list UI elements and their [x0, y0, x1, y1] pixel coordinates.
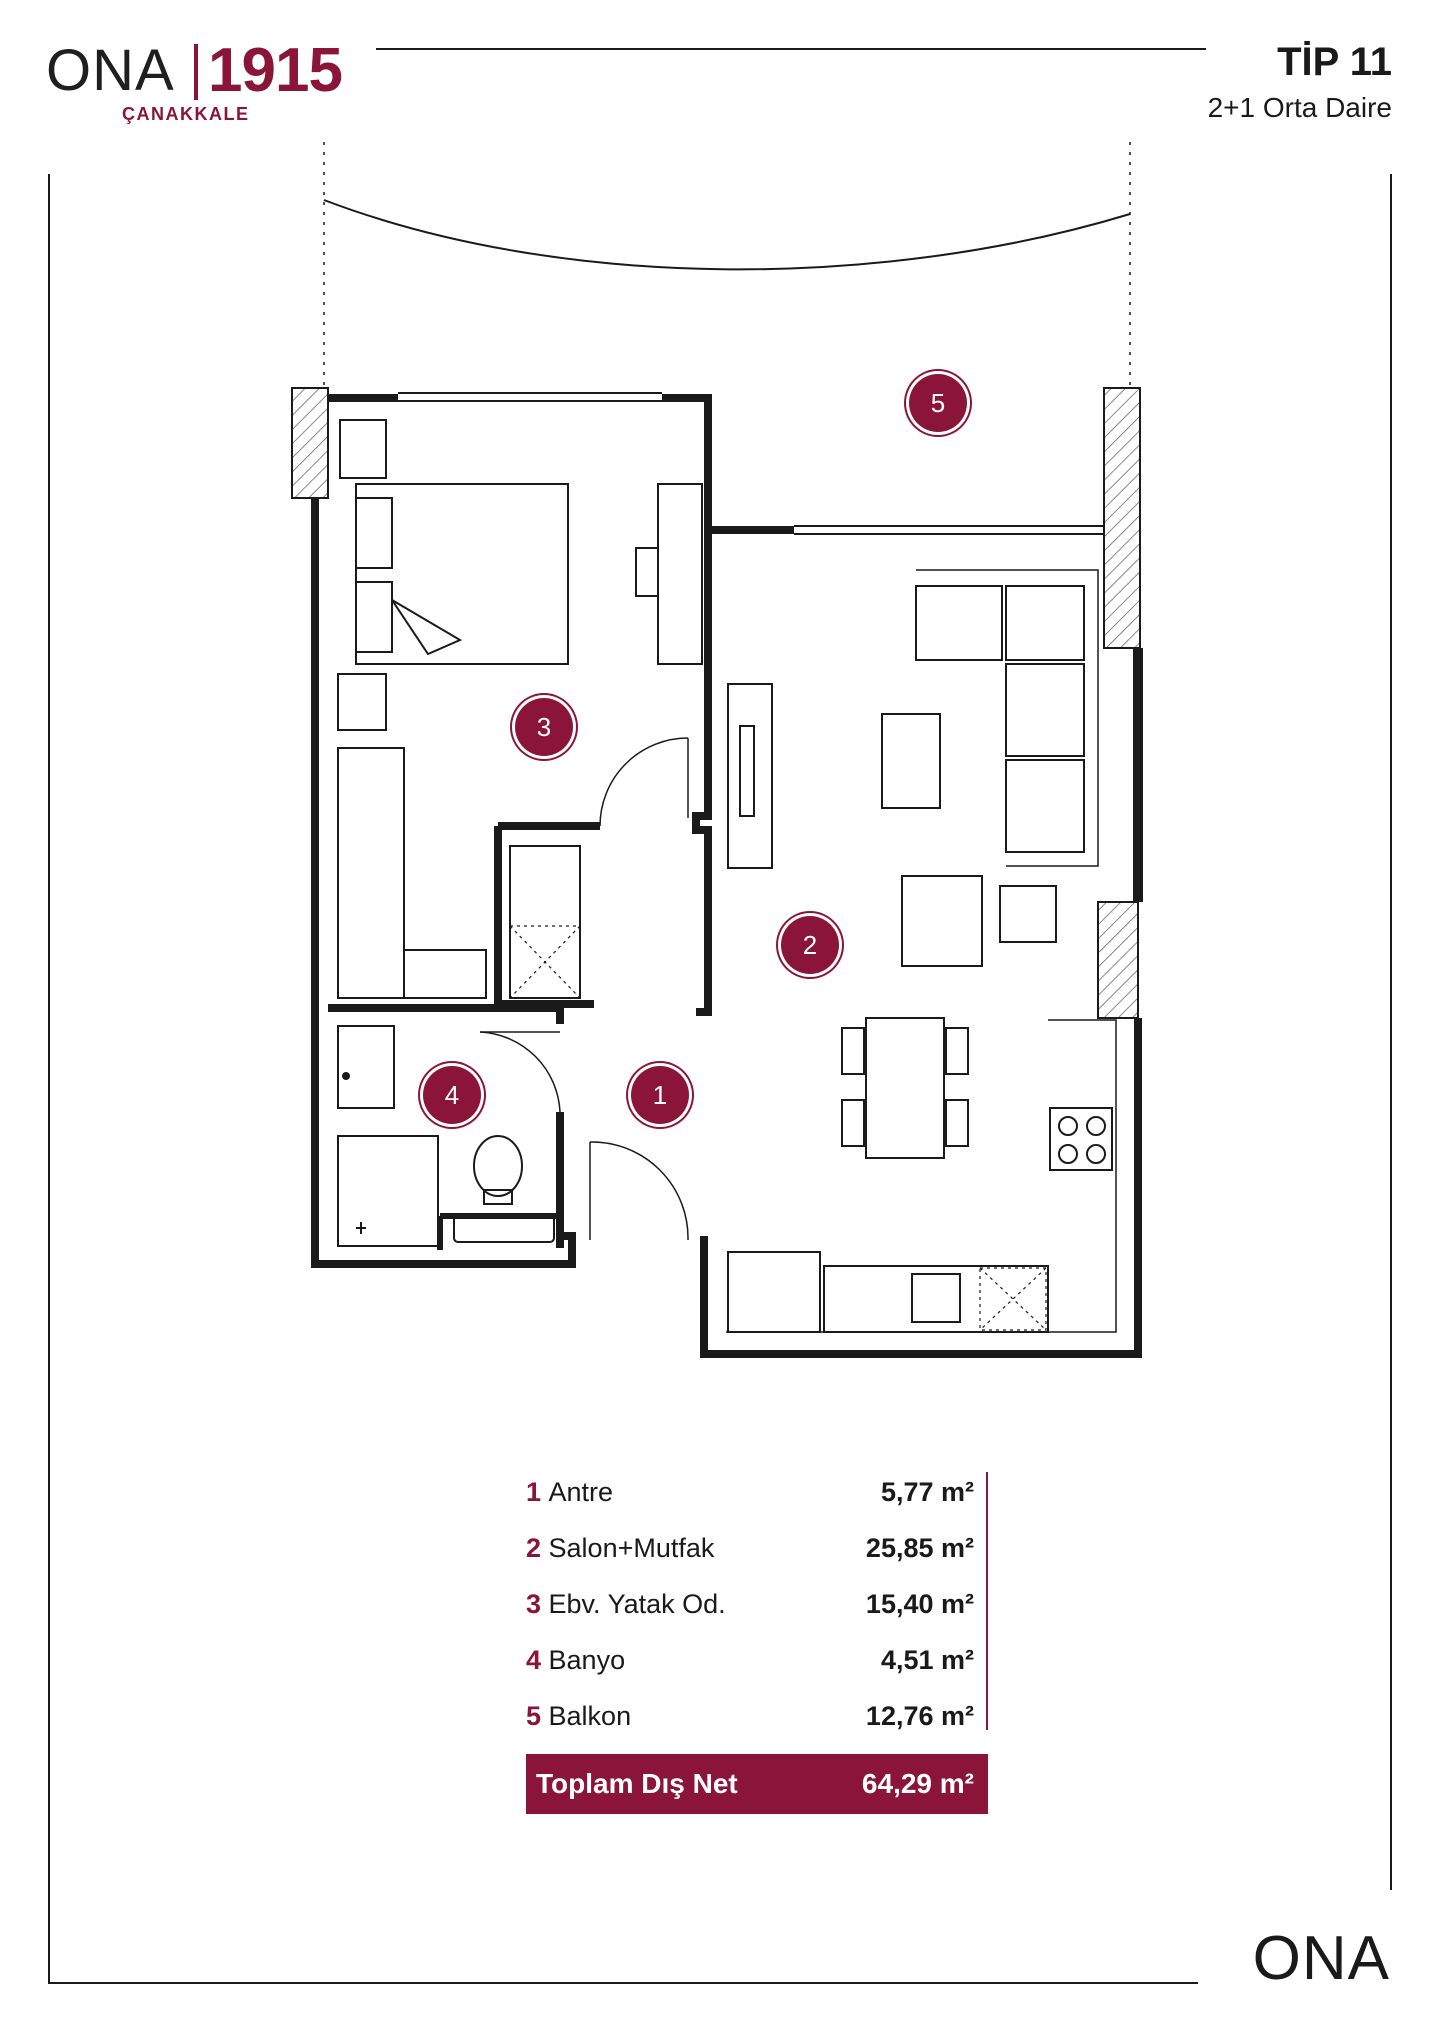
frame-left-line — [48, 174, 50, 1984]
area-row: 5 Balkon 12,76 m² — [526, 1696, 974, 1736]
frame-bottom-line — [48, 1982, 1198, 1984]
area-num: 2 — [526, 1533, 549, 1563]
header-divider — [376, 48, 1206, 50]
brand-logo-year: 1915 — [208, 36, 343, 105]
area-row: 1 Antre 5,77 m² — [526, 1472, 974, 1512]
frame-right-line — [1390, 174, 1392, 1890]
area-name: Banyo — [548, 1645, 626, 1675]
area-row: 4 Banyo 4,51 m² — [526, 1640, 974, 1680]
area-table-divider — [986, 1472, 988, 1730]
area-num: 3 — [526, 1589, 549, 1619]
room-badge-5: 5 — [909, 374, 967, 432]
total-label: Toplam Dış Net — [536, 1768, 738, 1799]
brand-logo-ona: ONA — [46, 38, 175, 103]
total-value: 64,29 m² — [861, 1768, 974, 1799]
room-badge-3: 3 — [515, 698, 573, 756]
area-name: Salon+Mutfak — [548, 1533, 715, 1563]
logo-separator — [194, 44, 198, 100]
area-num: 5 — [526, 1701, 549, 1731]
area-value: 5,77 m² — [880, 1477, 974, 1507]
total-area-bar: Toplam Dış Net 64,29 m² — [526, 1754, 988, 1814]
area-num: 1 — [526, 1477, 549, 1507]
area-name: Balkon — [548, 1701, 632, 1731]
area-value: 12,76 m² — [865, 1701, 974, 1731]
area-value: 15,40 m² — [865, 1589, 974, 1619]
area-num: 4 — [526, 1645, 549, 1675]
area-row: 2 Salon+Mutfak 25,85 m² — [526, 1528, 974, 1568]
area-value: 25,85 m² — [865, 1533, 974, 1563]
page-subtitle: 2+1 Orta Daire — [1207, 92, 1392, 123]
room-badge-2: 2 — [781, 916, 839, 974]
area-name: Antre — [548, 1477, 614, 1507]
floor-plan — [291, 142, 1143, 1358]
room-badge-1: 1 — [631, 1066, 689, 1124]
area-row: 3 Ebv. Yatak Od. 15,40 m² — [526, 1584, 974, 1624]
brand-logo-city: ÇANAKKALE — [122, 104, 250, 124]
page-title: TİP 11 — [1277, 40, 1392, 84]
area-name: Ebv. Yatak Od. — [548, 1589, 726, 1619]
footer-logo: ONA — [1252, 1924, 1390, 1993]
area-value: 4,51 m² — [880, 1645, 974, 1675]
room-badge-4: 4 — [423, 1066, 481, 1124]
